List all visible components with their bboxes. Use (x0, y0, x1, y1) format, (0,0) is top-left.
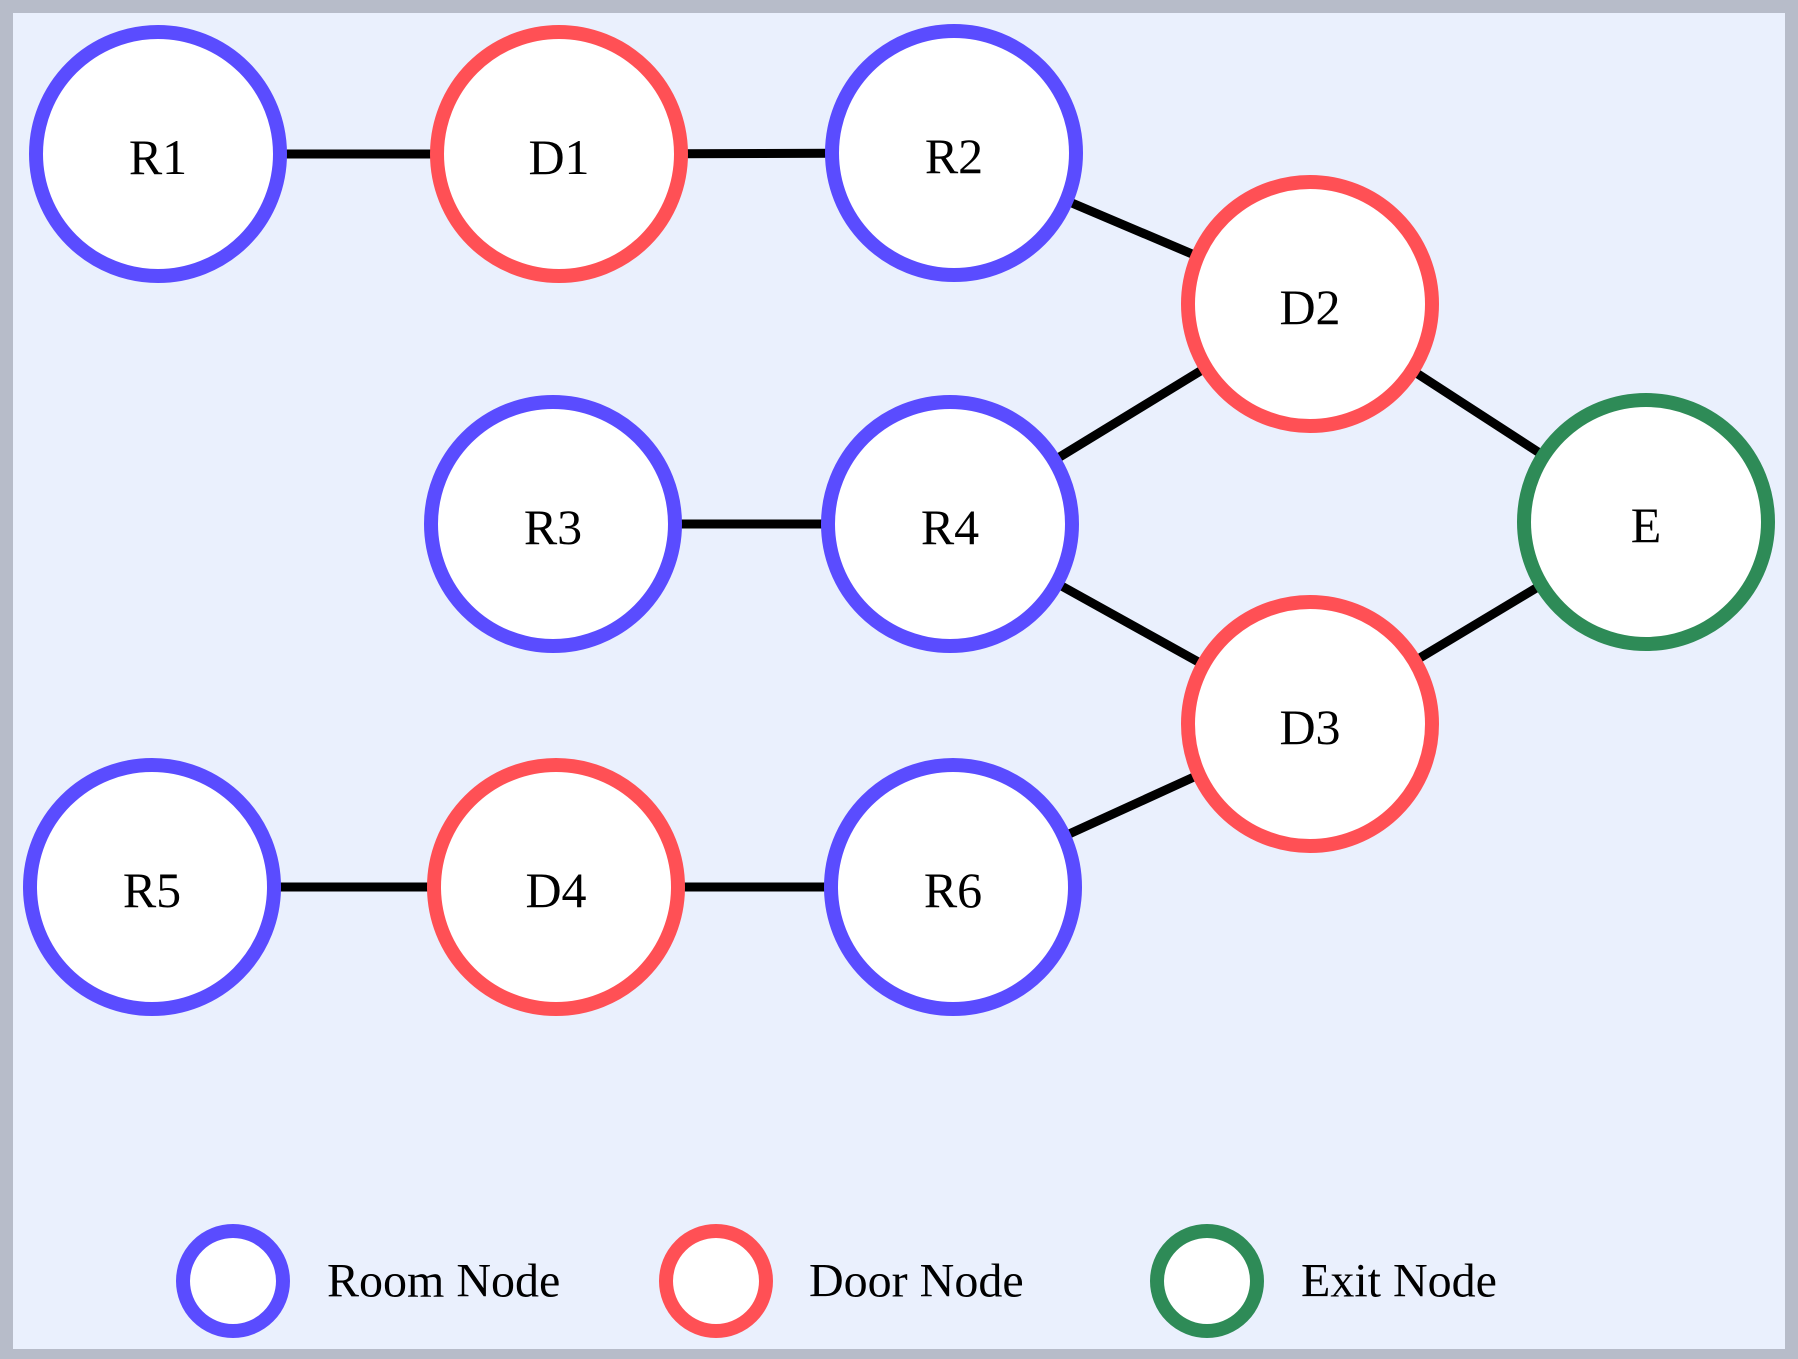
node-e: E (1517, 393, 1775, 651)
door-node-circle (1181, 175, 1439, 433)
node-d3: D3 (1181, 595, 1439, 853)
node-r4: R4 (821, 395, 1079, 653)
node-label: R5 (123, 862, 181, 918)
legend-label: Room Node (327, 1255, 560, 1308)
node-d2: D2 (1181, 175, 1439, 433)
edge-r2-d2 (1064, 196, 1200, 261)
node-r3: R3 (424, 395, 682, 653)
node-d4: D4 (427, 758, 685, 1016)
legend-item-room: Room Node (176, 1224, 560, 1338)
legend-swatch-door (659, 1224, 773, 1338)
legend-label: Door Node (809, 1255, 1024, 1308)
edges-layer (274, 148, 1547, 892)
node-label: D2 (1279, 279, 1340, 335)
edge-r4-d2 (1051, 363, 1209, 465)
node-r1: R1 (29, 25, 287, 283)
legend-swatch-room (176, 1224, 290, 1338)
room-node-circle (23, 758, 281, 1016)
node-label: D4 (525, 862, 586, 918)
room-node-circle (821, 395, 1079, 653)
room-node-circle (424, 395, 682, 653)
legend: Room Node Door Node Exit Node (176, 1224, 1497, 1338)
node-d1: D1 (430, 25, 688, 283)
edge-d2-e (1409, 366, 1547, 460)
room-node-circle (29, 25, 287, 283)
edge-r4-d3 (1054, 579, 1206, 669)
node-label: R3 (524, 499, 582, 555)
room-node-circle (824, 758, 1082, 1016)
door-node-circle (1181, 595, 1439, 853)
node-r6: R6 (824, 758, 1082, 1016)
node-label: D1 (528, 129, 589, 185)
node-label: D3 (1279, 699, 1340, 755)
node-label: E (1631, 497, 1662, 553)
legend-label: Exit Node (1301, 1255, 1497, 1308)
node-label: R2 (925, 128, 983, 184)
edge-d3-e (1412, 581, 1544, 665)
legend-item-exit: Exit Node (1150, 1224, 1497, 1338)
node-label: R4 (921, 499, 979, 555)
room-node-circle (825, 24, 1083, 282)
exit-node-circle (1517, 393, 1775, 651)
node-r5: R5 (23, 758, 281, 1016)
door-node-circle (427, 758, 685, 1016)
door-node-circle (430, 25, 688, 283)
node-label: R1 (129, 129, 187, 185)
legend-item-door: Door Node (659, 1224, 1024, 1338)
edge-r6-d3 (1062, 770, 1201, 841)
legend-swatch-exit (1150, 1224, 1264, 1338)
node-r2: R2 (825, 24, 1083, 282)
node-label: R6 (924, 862, 982, 918)
